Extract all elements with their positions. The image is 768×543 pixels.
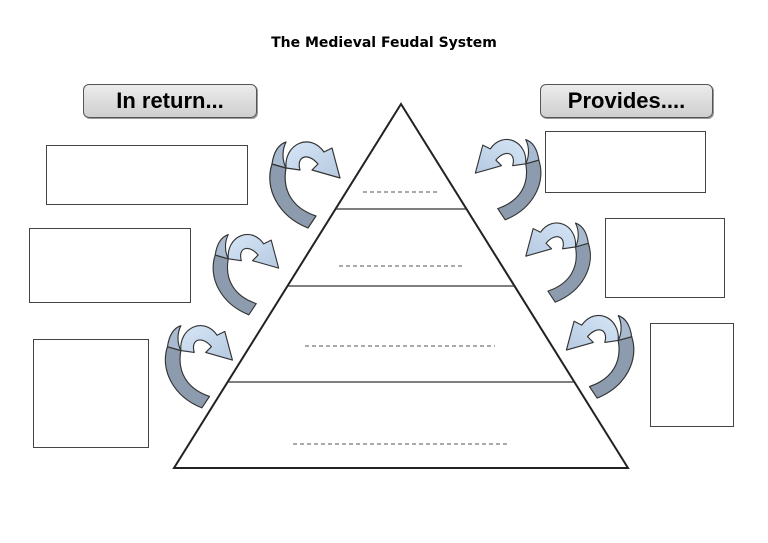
page-title: The Medieval Feudal System <box>271 35 497 51</box>
right-answer-box-3[interactable] <box>650 323 734 427</box>
curved-arrow-icon <box>525 222 592 303</box>
right-answer-box-1[interactable] <box>545 131 706 193</box>
left-answer-box-2[interactable] <box>29 228 191 303</box>
left-answer-box-1[interactable] <box>46 145 248 205</box>
right-answer-box-2[interactable] <box>605 218 725 298</box>
curved-arrow-icon <box>212 233 280 316</box>
curved-arrow-icon <box>269 141 341 229</box>
provides-label: Provides.... <box>540 84 713 118</box>
left-answer-box-3[interactable] <box>33 339 149 448</box>
curved-arrow-icon <box>474 138 542 221</box>
in-return-label: In return... <box>83 84 257 118</box>
